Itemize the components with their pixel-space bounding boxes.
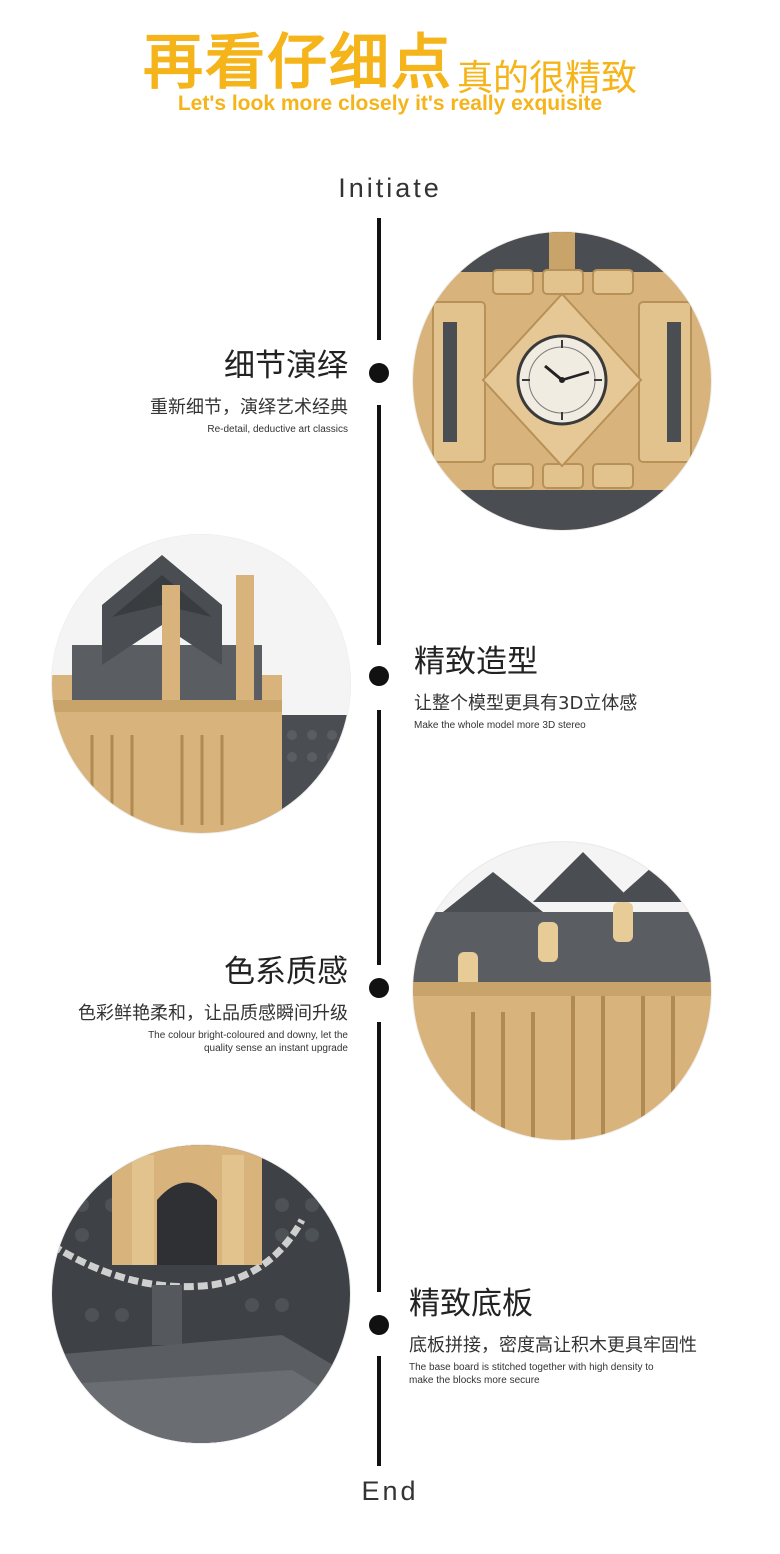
title-big: 再看仔细点 (142, 28, 453, 98)
section-english-line1: The base board is stitched together with… (409, 1362, 654, 1373)
section-subtitle: 重新细节，演绎艺术经典 (150, 397, 348, 418)
timeline-dot (369, 1315, 389, 1335)
section-title: 精致底板 (409, 1286, 533, 1322)
facade-color-photo (413, 842, 711, 1140)
section-english-line2: make the blocks more secure (409, 1375, 540, 1386)
clock-detail-photo (413, 232, 711, 530)
section-english: Make the whole model more 3D stereo (414, 720, 586, 731)
timeline-dot (369, 363, 389, 383)
timeline-segment (377, 1356, 381, 1466)
section-title: 细节演绎 (224, 348, 348, 384)
section-shape: 精致造型 让整个模型更具有3D立体感 Make the whole model … (414, 636, 637, 732)
timeline-segment (377, 1022, 381, 1292)
timeline-end-label: End (361, 1476, 419, 1506)
timeline-segment (377, 405, 381, 645)
timeline-segment (377, 218, 381, 340)
page-subtitle: Let's look more closely it's really exqu… (177, 92, 603, 115)
baseplate-photo (52, 1145, 350, 1443)
timeline-start-label: Initiate (338, 173, 442, 203)
section-title: 色系质感 (224, 954, 348, 990)
section-subtitle: 让整个模型更具有3D立体感 (414, 693, 638, 714)
timeline-dot (369, 978, 389, 998)
section-baseplate: 精致底板 底板拼接，密度高让积木更具牢固性 The base board is … (409, 1278, 697, 1387)
header: 再看仔细点真的很精致 Let's look more closely it's … (0, 0, 780, 130)
page-title: 再看仔细点真的很精致 (0, 14, 780, 101)
section-english-line1: The colour bright-coloured and downy, le… (148, 1030, 348, 1041)
section-subtitle: 色彩鲜艳柔和，让品质感瞬间升级 (78, 1003, 348, 1024)
section-color: 色系质感 色彩鲜艳柔和，让品质感瞬间升级 The colour bright-c… (78, 946, 348, 1055)
roof-shape-photo (52, 535, 350, 833)
title-small: 真的很精致 (456, 58, 637, 99)
section-english: Re-detail, deductive art classics (207, 424, 348, 435)
timeline-segment (377, 710, 381, 965)
section-detail: 细节演绎 重新细节，演绎艺术经典 Re-detail, deductive ar… (150, 340, 348, 436)
section-english-line2: quality sense an instant upgrade (204, 1043, 348, 1054)
section-title: 精致造型 (414, 644, 538, 680)
timeline-dot (369, 666, 389, 686)
section-subtitle: 底板拼接，密度高让积木更具牢固性 (409, 1335, 697, 1356)
